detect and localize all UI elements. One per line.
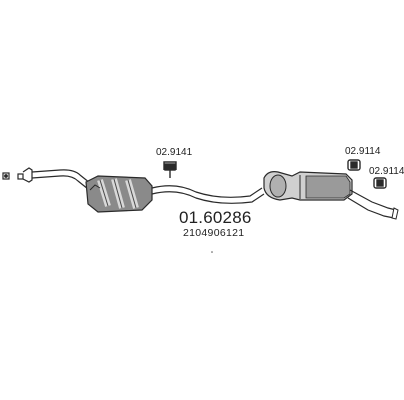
front-silencer: [85, 175, 153, 213]
part-number-right-hanger-1: 02.9114: [345, 146, 381, 157]
hanger-icon: [347, 159, 361, 171]
part-number-right-hanger-2: 02.9114: [369, 166, 404, 177]
main-part-number: 01.60286: [179, 208, 252, 227]
part-number-left-hanger: 02.9141: [156, 147, 193, 158]
front-pipe: [31, 169, 91, 190]
front-flange-icon: [2, 167, 33, 183]
tail-pipe: [347, 189, 397, 219]
rear-muffler: [263, 171, 353, 201]
stray-mark: [211, 251, 213, 253]
middle-pipe: [151, 185, 265, 204]
oem-part-number: 2104906121: [183, 227, 245, 239]
hanger-icon: [163, 161, 177, 178]
hanger-icon: [373, 177, 387, 189]
